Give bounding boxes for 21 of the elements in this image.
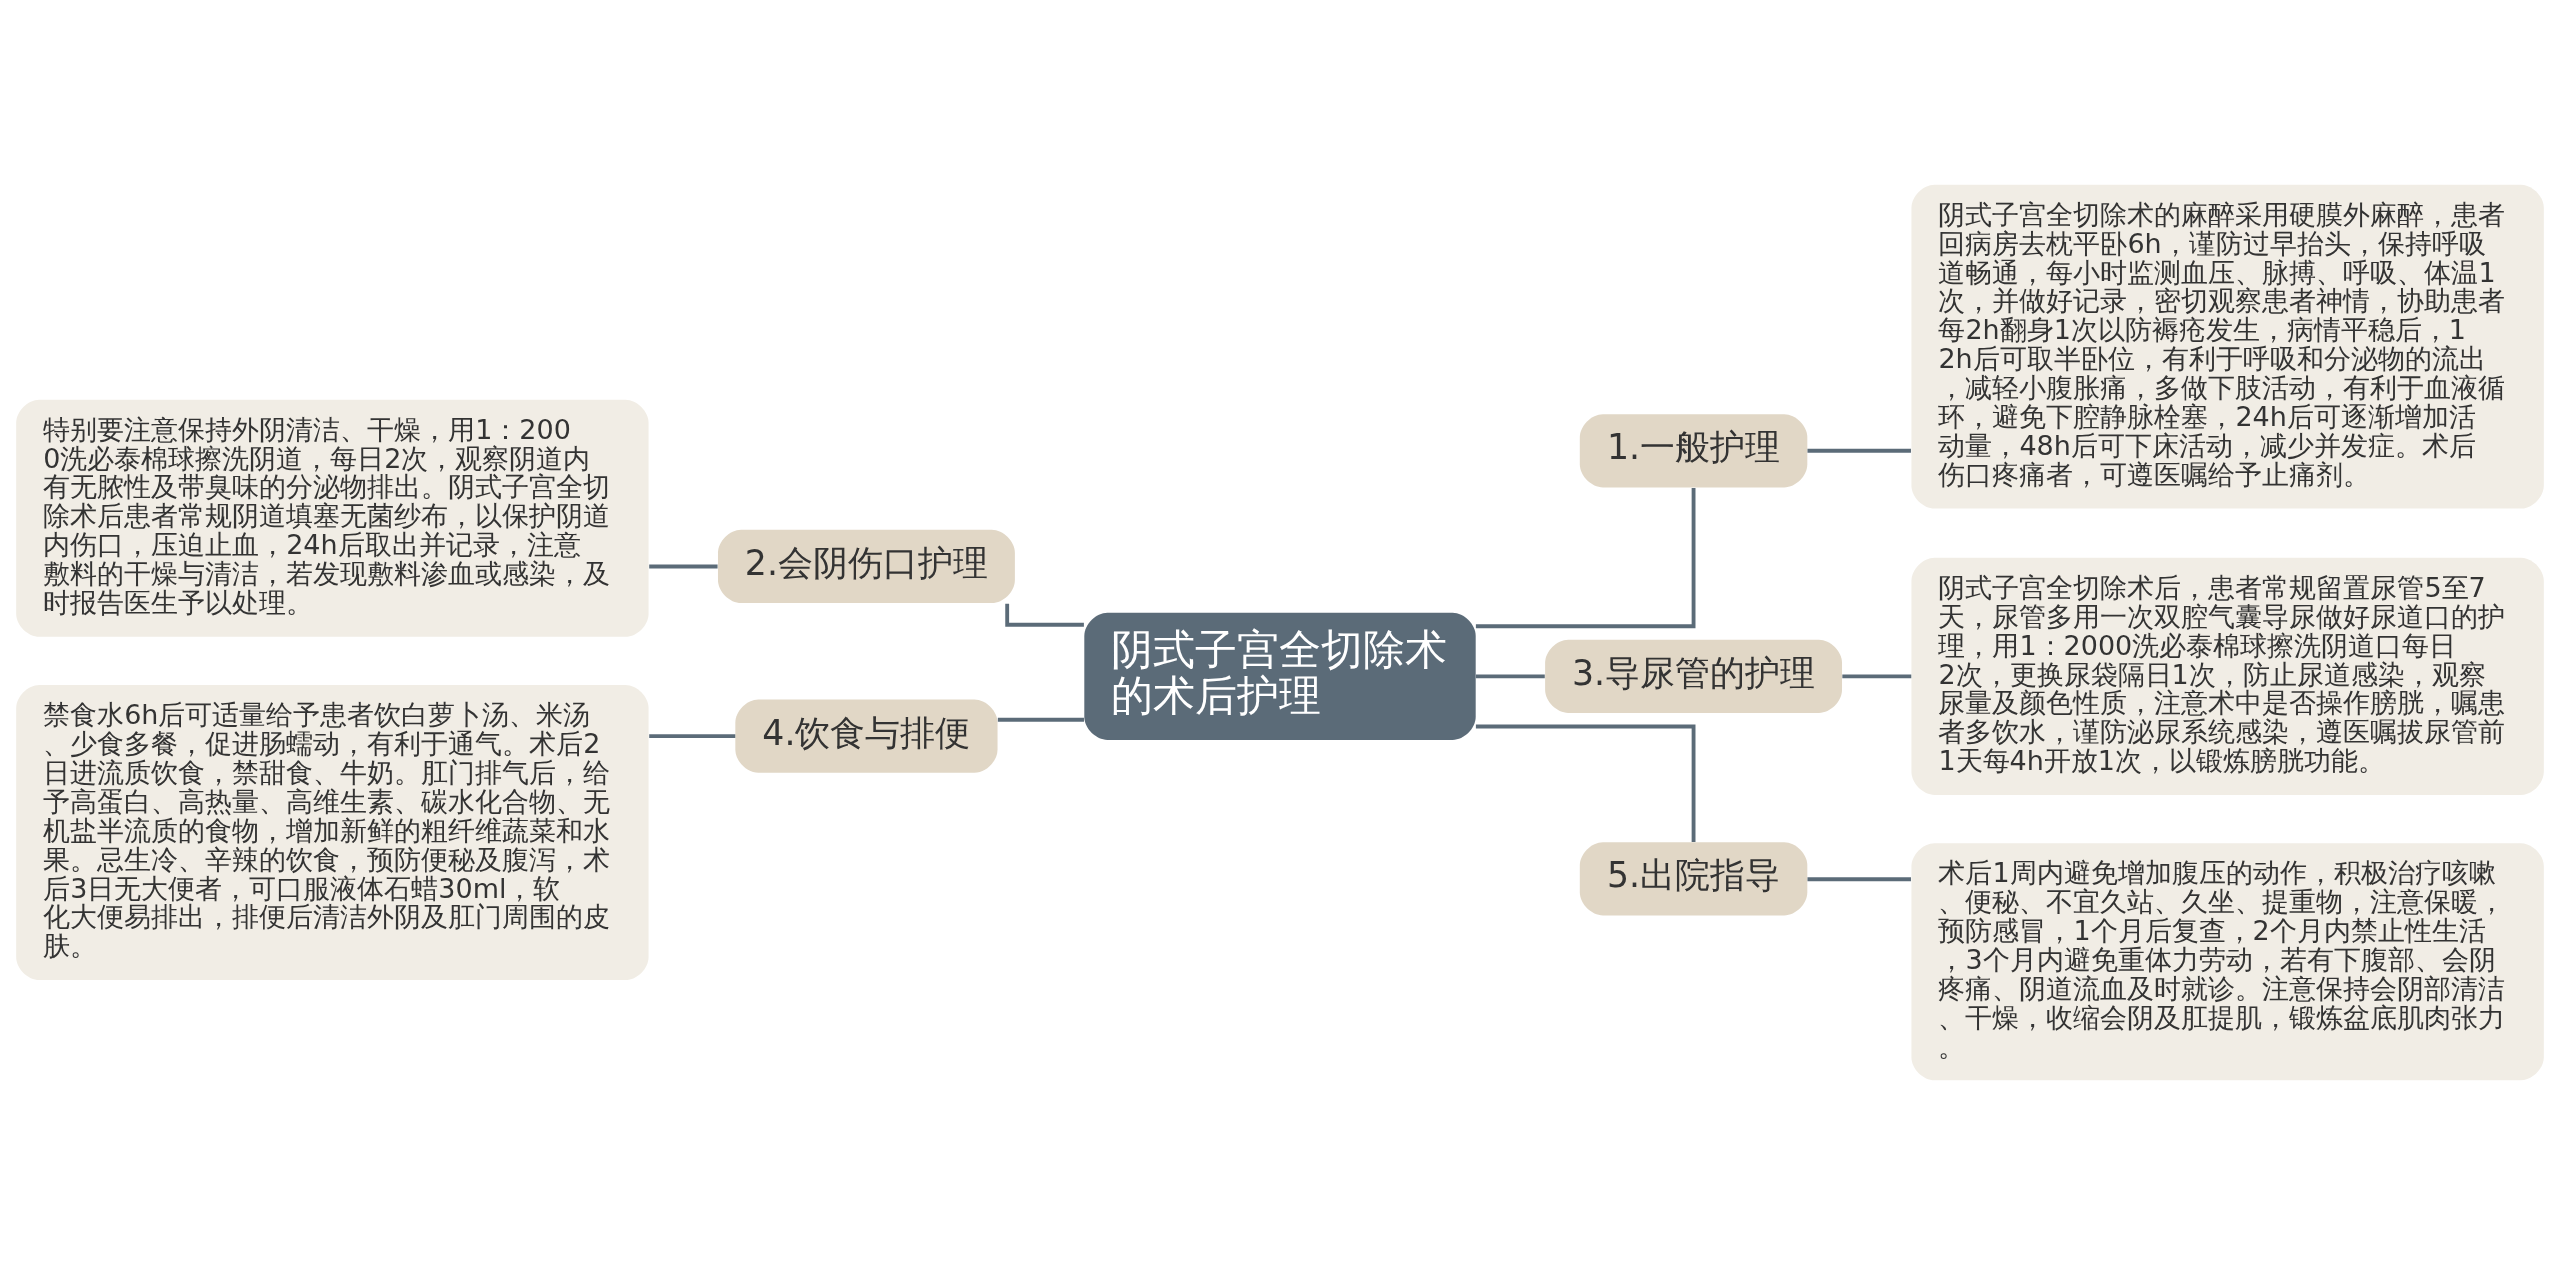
connector [1005, 603, 1084, 627]
node-box: 阴式子宫全切除术后，患者常规留置尿管5至7天，尿管多用一次双腔气囊导尿做好尿道口的护理，用1：2000洗必泰棉球擦洗阴道口每日2次，更换尿袋隔日1次，防止尿道感染，观察尿量及颜色性质，注意术中是否操作膀胱，嘱患者多饮水，谨防泌尿系统感染，遵医嘱拔尿管前1天每4h开放1次，以锻炼膀胱功能。 [1911, 557, 2544, 795]
connector [1807, 876, 1911, 881]
node-box: 3.导尿管的护理 [1545, 639, 1842, 713]
connector [649, 564, 718, 568]
connector [649, 733, 736, 738]
node-box: 术后1周内避免增加腹压的动作，积极治疗咳嗽、便秘、不宜久站、久坐、提重物，注意保暖，预防感冒，1个月后复查，2个月内禁止性生活，3个月内避免重体力劳动，若有下腹部、会阴疼痛、阴道流血及时就诊。注意保持会阴部清洁、干燥，收缩会阴及肛提肌，锻炼盆底肌肉张力。 [1911, 842, 2544, 1080]
connector [1842, 673, 1912, 678]
node-box: 阴式子宫全切除术的麻醉采用硬膜外麻醉，患者回病房去枕平卧6h，谨防过早抬头，保持呼吸道畅通，每小时监测血压、脉搏、呼吸、体温1次，并做好记录，密切观察患者神情，协助患者每2h翻身1次以防褥疮发生，病情平稳后，12h后可取半卧位，有利于呼吸和分泌物的流出，减轻小腹胀痛，多做下肢活动，有利于血液循环，避免下腔静脉栓塞，24h后可逐渐增加活动量，48h后可下床活动，减少并发症。术后伤口疼痛者，可遵医嘱给予止痛剂。 [1911, 184, 2544, 509]
connector [1475, 724, 1696, 842]
connector [997, 717, 1084, 722]
node-box: 2.会阴伤口护理 [718, 529, 1015, 603]
connector [1807, 448, 1911, 453]
node-box: 4.饮食与排便 [735, 699, 998, 773]
connector [1475, 487, 1696, 628]
node-box: 阴式子宫全切除术的术后护理 [1084, 612, 1476, 740]
node-box: 5.出院指导 [1579, 841, 1808, 915]
node-box: 1.一般护理 [1579, 413, 1808, 487]
node-box: 特别要注意保持外阴清洁、干燥，用1：2000洗必泰棉球擦洗阴道，每日2次，观察阴道内有无脓性及带臭味的分泌物排出。阴式子宫全切除术后患者常规阴道填塞无菌纱布，以保护阴道内伤口，压迫止血，24h后取出并记录，注意敷料的干燥与清洁，若发现敷料渗血或感染，及时报告医生予以处理。 [16, 399, 649, 637]
node-box: 禁食水6h后可适量给予患者饮白萝卜汤、米汤、少食多餐，促进肠蠕动，有利于通气。术后2日进流质饮食，禁甜食、牛奶。肛门排气后，给予高蛋白、高热量、高维生素、碳水化合物、无机盐半流质的食物，增加新鲜的粗纤维蔬菜和水果。忌生冷、辛辣的饮食，预防便秘及腹泻，术后3日无大便者，可口服液体石蜡30ml，软化大便易排出，排便后清洁外阴及肛门周围的皮肤。 [16, 684, 649, 980]
connector [1475, 673, 1545, 678]
